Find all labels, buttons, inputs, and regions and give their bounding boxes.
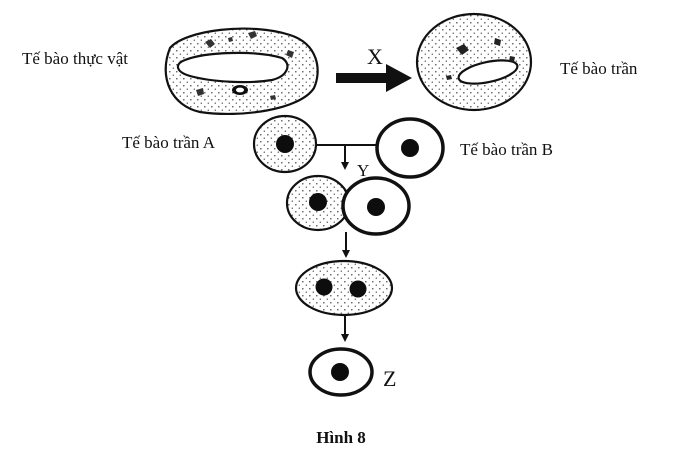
protoplast-a-nucleus (276, 135, 294, 153)
label-protoplast-a: Tế bào trần A (122, 133, 216, 152)
label-protoplast-b: Tế bào trần B (460, 140, 553, 159)
heterokaryon-nucleus-2 (349, 280, 367, 298)
fusing-cells (285, 174, 411, 236)
heterokaryon-nucleus-1 (315, 278, 333, 296)
process-x-arrow (336, 64, 412, 92)
protoplast-vacuole (457, 59, 519, 85)
label-protoplast: Tế bào trần (560, 59, 638, 78)
heterokaryon (294, 259, 394, 317)
hybrid-cell (308, 347, 374, 397)
fusing-nucleus-a (309, 193, 327, 211)
protoplast-a (252, 114, 318, 174)
protoplast-b-nucleus (401, 139, 419, 157)
chloroplasts (196, 31, 294, 100)
plant-cell (164, 27, 319, 115)
protoplast-cell (415, 12, 533, 112)
label-process-x: X (367, 44, 383, 69)
label-process-y: Y (357, 161, 369, 180)
fusing-nucleus-b (367, 198, 385, 216)
figure-caption: Hình 8 (316, 428, 366, 447)
label-plant-cell: Tế bào thực vật (22, 49, 128, 68)
label-result-z: Z (383, 366, 396, 391)
protoplast-b (375, 117, 445, 179)
plant-cell-vacuole (176, 51, 289, 84)
hybrid-cell-nucleus (331, 363, 349, 381)
protoplast-organelles (446, 38, 515, 80)
